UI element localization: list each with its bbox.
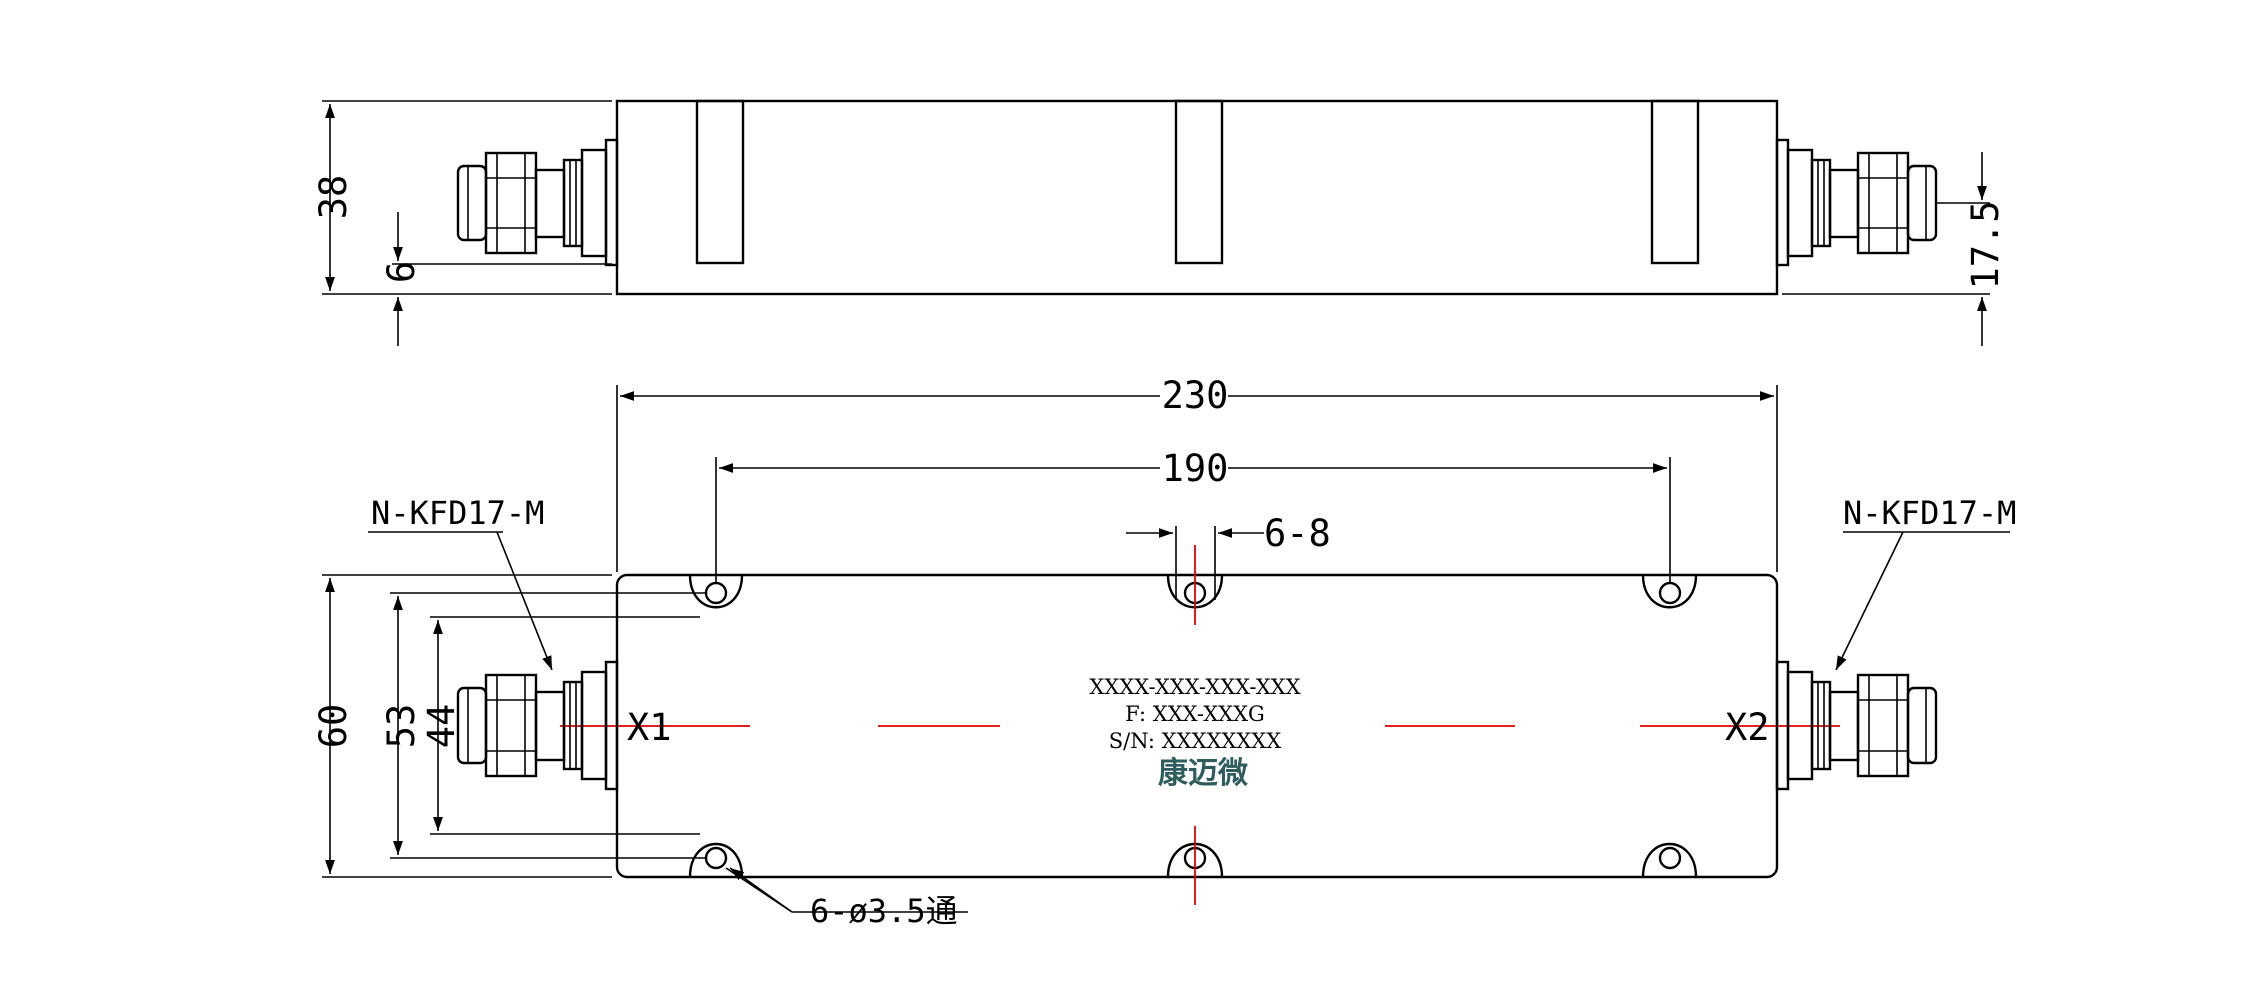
port-label-x1: X1 [627,706,672,749]
dim-6-label: 6 [380,261,423,283]
side-bracket-right [1650,99,1700,265]
dim-17-5-label: 17.5 [1964,200,2007,289]
side-body [615,99,1779,296]
centerlines [560,545,1840,905]
brand-logo: 康迈微 [1158,756,1248,791]
dimension-53: 53 [380,592,705,859]
dimension-44: 44 [420,616,700,835]
leader-right-connector: N-KFD17-M [1835,494,2016,671]
nameplate-frequency: F: XXX-XXXG [1125,702,1265,726]
mount-hole [1658,581,1682,605]
dimension-6-8: 6-8 [1126,512,1331,600]
mounting-holes [688,574,1698,878]
dim-60-label: 60 [312,704,355,749]
hole-callout-label: 6-ø3.5通 [810,892,958,930]
nameplate: XXXX-XXX-XXX-XXX F: XXX-XXXG S/N: XXXXXX… [1089,675,1300,791]
connector-label-right: N-KFD17-M [1843,494,2016,532]
dim-38-label: 38 [312,175,355,220]
nameplate-serial: S/N: XXXXXXXX [1109,729,1281,753]
side-bracket-middle [1174,99,1224,265]
top-body [615,573,1779,879]
dimension-230: 230 [616,374,1778,572]
leader-left-connector: N-KFD17-M [368,494,553,671]
mount-hole [704,846,728,870]
dim-53-label: 53 [380,704,423,749]
dimension-60: 60 [312,574,612,878]
dim-230-label: 230 [1162,374,1229,417]
mount-hole [1658,846,1682,870]
side-bracket-left [695,99,745,265]
nameplate-model: XXXX-XXX-XXX-XXX [1089,675,1300,699]
dimension-190: 190 [715,447,1671,583]
dim-44-label: 44 [420,704,463,749]
top-connector-left [456,660,619,791]
top-view: X1 X2 XXXX-XXX-XXX-XXX F: XXX-XXXG S/N: … [312,374,2016,930]
top-connector-right [1775,660,1938,791]
dimension-17-5: 17.5 [1782,152,2007,346]
dimension-38: 38 [312,100,612,295]
leader-hole-callout: 6-ø3.5通 [725,867,968,930]
side-connector-right [1775,138,1938,267]
side-connector-left [456,138,619,267]
connector-label-left: N-KFD17-M [371,494,544,532]
mount-hole [704,581,728,605]
port-label-x2: X2 [1725,706,1770,749]
dim-190-label: 190 [1162,447,1229,490]
side-view: 38 6 17.5 [312,99,2007,346]
dimension-6: 6 [380,212,612,346]
dim-6-8-label: 6-8 [1264,512,1331,555]
